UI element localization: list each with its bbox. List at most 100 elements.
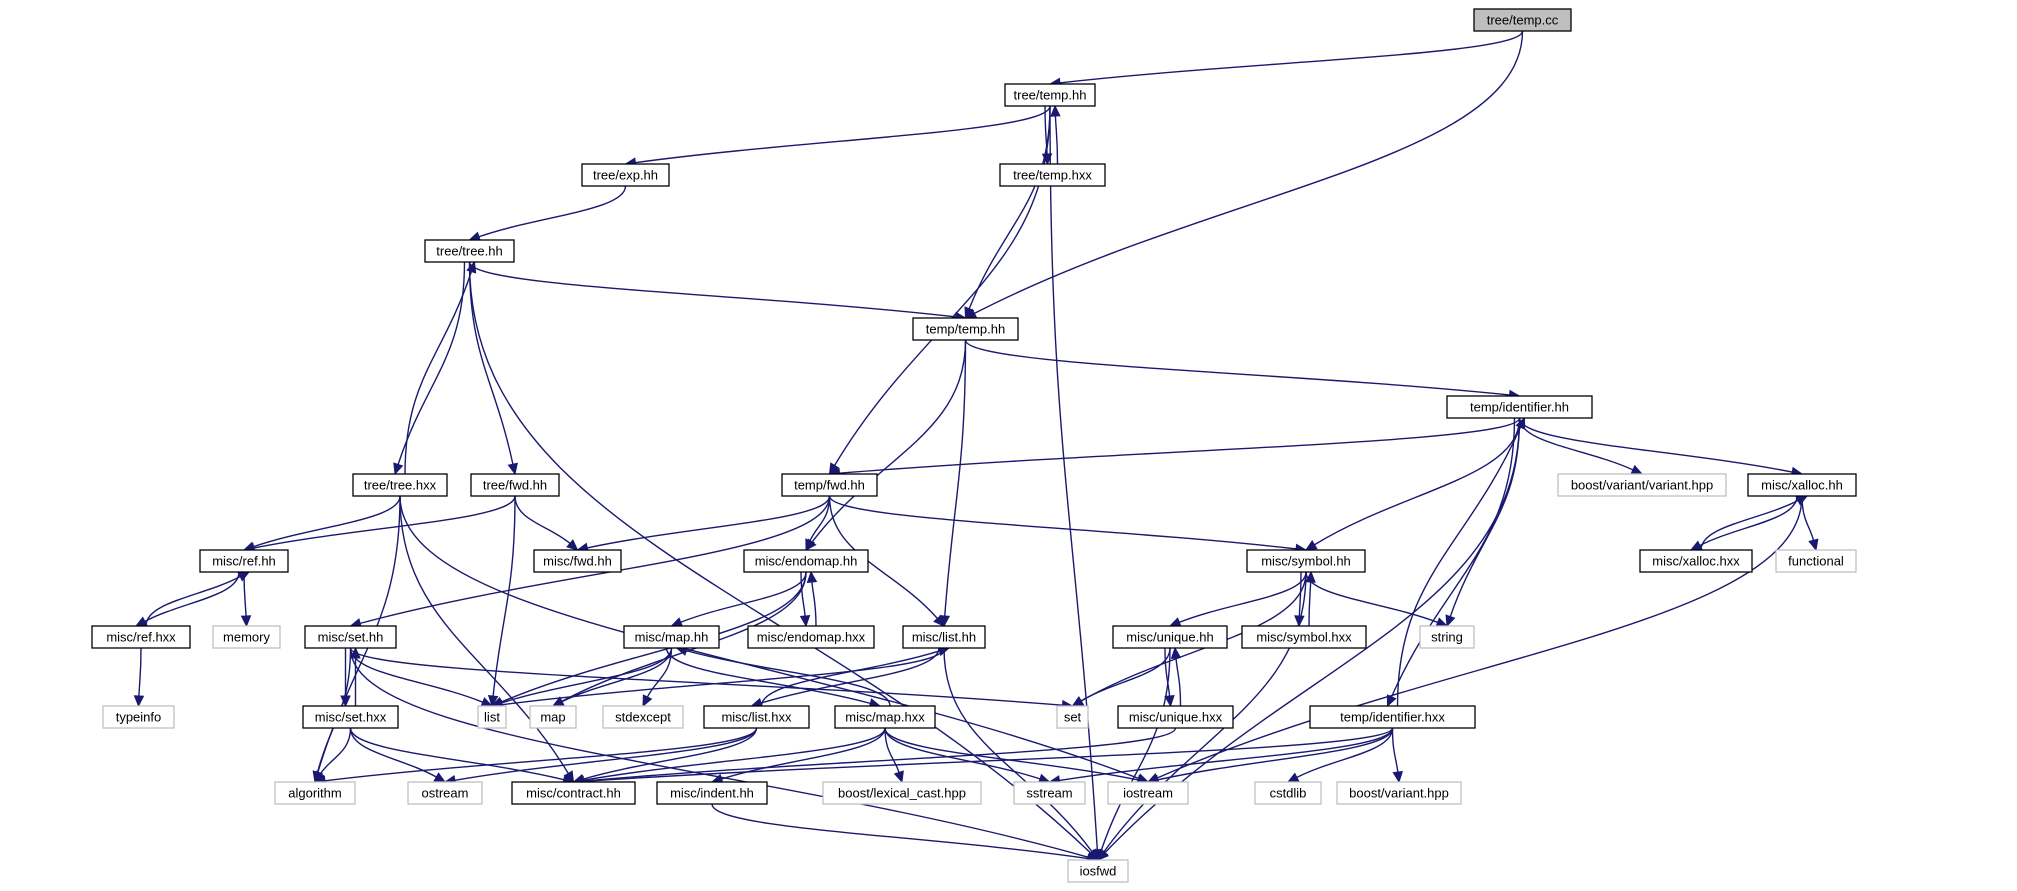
edge-line bbox=[253, 495, 516, 549]
edge-line bbox=[1104, 417, 1521, 854]
node-box bbox=[602, 705, 684, 729]
edge-tree_tree_hh-to-temp_temp_hh bbox=[468, 261, 967, 323]
node-misc-unique-hh[interactable]: misc/unique.hh bbox=[1112, 625, 1228, 649]
node-tree-temp-cc[interactable]: tree/temp.cc bbox=[1473, 8, 1572, 32]
edge-line bbox=[319, 727, 352, 775]
edge-misc_symbol_hh-to-misc_unique_hh bbox=[1168, 571, 1307, 628]
node-misc-map-hxx[interactable]: misc/map.hxx bbox=[834, 705, 936, 729]
node-misc-set-hxx[interactable]: misc/set.hxx bbox=[302, 705, 399, 729]
node-misc-xalloc-hh[interactable]: misc/xalloc.hh bbox=[1747, 473, 1857, 497]
edge-misc_ref_hxx-to-misc_ref_hh bbox=[145, 571, 251, 627]
node-box bbox=[1446, 395, 1593, 419]
edge-line bbox=[468, 261, 514, 465]
edge-line bbox=[1080, 571, 1307, 702]
edge-misc_unique_hh-to-iosfwd bbox=[1096, 647, 1171, 862]
edge-line bbox=[501, 647, 945, 706]
node-iostream: iostream bbox=[1107, 781, 1189, 805]
node-misc-endomap-hxx[interactable]: misc/endomap.hxx bbox=[747, 625, 875, 649]
node-temp-temp-hh[interactable]: temp/temp.hh bbox=[912, 317, 1019, 341]
edge-misc_unique_hxx-to-misc_unique_hh bbox=[1170, 646, 1182, 707]
edge-arrowhead bbox=[507, 462, 518, 476]
edge-line bbox=[492, 495, 516, 697]
node-label: misc/map.hxx bbox=[845, 710, 925, 725]
node-misc-indent-hh[interactable]: misc/indent.hh bbox=[656, 781, 768, 805]
node-misc-xalloc-hxx[interactable]: misc/xalloc.hxx bbox=[1639, 549, 1753, 573]
node-misc-endomap-hh[interactable]: misc/endomap.hh bbox=[743, 549, 869, 573]
edge-tree_tree_hh-to-tree_tree_hxx bbox=[393, 261, 466, 476]
edge-layer bbox=[133, 30, 1819, 864]
edge-line bbox=[974, 30, 1524, 315]
node-tree-tree-hxx[interactable]: tree/tree.hxx bbox=[352, 473, 448, 497]
node-misc-symbol-hh[interactable]: misc/symbol.hh bbox=[1246, 549, 1366, 573]
edge-temp_fwd_hh-to-misc_endomap_hh bbox=[805, 495, 831, 552]
node-label: tree/tree.hxx bbox=[364, 478, 437, 493]
node-box bbox=[623, 625, 720, 649]
node-box bbox=[822, 781, 982, 805]
node-tree-fwd-hh[interactable]: tree/fwd.hh bbox=[470, 473, 560, 497]
edge-tree_fwd_hh-to-list bbox=[487, 495, 516, 708]
node-misc-fwd-hh[interactable]: misc/fwd.hh bbox=[533, 549, 622, 573]
node-tree-tree-hh[interactable]: tree/tree.hh bbox=[424, 239, 515, 263]
node-misc-ref-hh[interactable]: misc/ref.hh bbox=[199, 549, 289, 573]
node-misc-contract-hh[interactable]: misc/contract.hh bbox=[511, 781, 636, 805]
edge-arrowhead bbox=[1164, 695, 1175, 708]
edge-line bbox=[349, 647, 1089, 858]
node-label: misc/ref.hxx bbox=[106, 630, 176, 645]
node-ostream: ostream bbox=[407, 781, 483, 805]
node-label: misc/contract.hh bbox=[526, 786, 621, 801]
edge-line bbox=[478, 185, 627, 238]
edge-arrowhead bbox=[1630, 464, 1644, 475]
node-label: misc/unique.hh bbox=[1126, 630, 1213, 645]
edge-line bbox=[811, 339, 967, 543]
edge-line bbox=[944, 339, 967, 617]
node-functional: functional bbox=[1775, 549, 1857, 573]
node-box bbox=[999, 163, 1106, 187]
node-misc-list-hh[interactable]: misc/list.hh bbox=[902, 625, 986, 649]
edge-temp_temp_hh-to-temp_identifier_hh bbox=[964, 339, 1521, 401]
node-tree-temp-hxx[interactable]: tree/temp.hxx bbox=[999, 163, 1106, 187]
edge-line bbox=[1164, 647, 1171, 697]
edge-tree_tree_hxx-to-misc_contract_hh bbox=[399, 495, 575, 784]
node-tree-temp-hh[interactable]: tree/temp.hh bbox=[1004, 83, 1096, 107]
edge-misc_set_hxx-to-misc_set_hh bbox=[350, 646, 361, 706]
edge-arrowhead bbox=[1386, 694, 1397, 708]
edge-arrowhead bbox=[1392, 770, 1403, 784]
edge-arrowhead bbox=[350, 646, 361, 659]
node-box bbox=[212, 625, 281, 649]
node-temp-fwd-hh[interactable]: temp/fwd.hh bbox=[781, 473, 878, 497]
node-label: string bbox=[1431, 630, 1463, 645]
node-misc-list-hxx[interactable]: misc/list.hxx bbox=[703, 705, 810, 729]
node-temp-identifier-hxx[interactable]: temp/identifier.hxx bbox=[1309, 705, 1476, 729]
node-algorithm: algorithm bbox=[274, 781, 356, 805]
node-label: misc/list.hxx bbox=[721, 710, 792, 725]
node-label: misc/symbol.hh bbox=[1261, 554, 1351, 569]
edge-line bbox=[711, 803, 1089, 860]
edge-line bbox=[468, 261, 956, 318]
node-tree-exp-hh[interactable]: tree/exp.hh bbox=[581, 163, 670, 187]
edge-arrowhead bbox=[433, 772, 447, 783]
edge-line bbox=[1103, 571, 1307, 853]
edge-misc_symbol_hh-to-string bbox=[1305, 571, 1449, 628]
edge-line bbox=[1049, 105, 1099, 851]
edge-line bbox=[145, 576, 241, 627]
node-misc-ref-hxx[interactable]: misc/ref.hxx bbox=[91, 625, 191, 649]
node-misc-set-hh[interactable]: misc/set.hh bbox=[304, 625, 397, 649]
node-label: tree/temp.cc bbox=[1487, 13, 1559, 28]
node-label: misc/set.hxx bbox=[315, 710, 387, 725]
node-box bbox=[91, 625, 191, 649]
edge-line bbox=[721, 727, 886, 780]
node-label: temp/temp.hh bbox=[926, 322, 1006, 337]
node-label: misc/endomap.hh bbox=[755, 554, 858, 569]
node-misc-symbol-hxx[interactable]: misc/symbol.hxx bbox=[1241, 625, 1367, 649]
node-sstream: sstream bbox=[1013, 781, 1086, 805]
node-label: boost/variant/variant.hpp bbox=[1571, 478, 1713, 493]
edge-line bbox=[587, 495, 831, 549]
node-misc-map-hh[interactable]: misc/map.hh bbox=[623, 625, 720, 649]
edge-line bbox=[1390, 417, 1516, 698]
node-misc-unique-hxx[interactable]: misc/unique.hxx bbox=[1117, 705, 1234, 729]
edge-arrowhead bbox=[1305, 570, 1316, 583]
edge-line bbox=[359, 495, 831, 625]
edge-tree_tree_hxx-to-tree_tree_hh bbox=[404, 260, 477, 475]
edge-line bbox=[968, 105, 1051, 309]
node-temp-identifier-hh[interactable]: temp/identifier.hh bbox=[1446, 395, 1593, 419]
